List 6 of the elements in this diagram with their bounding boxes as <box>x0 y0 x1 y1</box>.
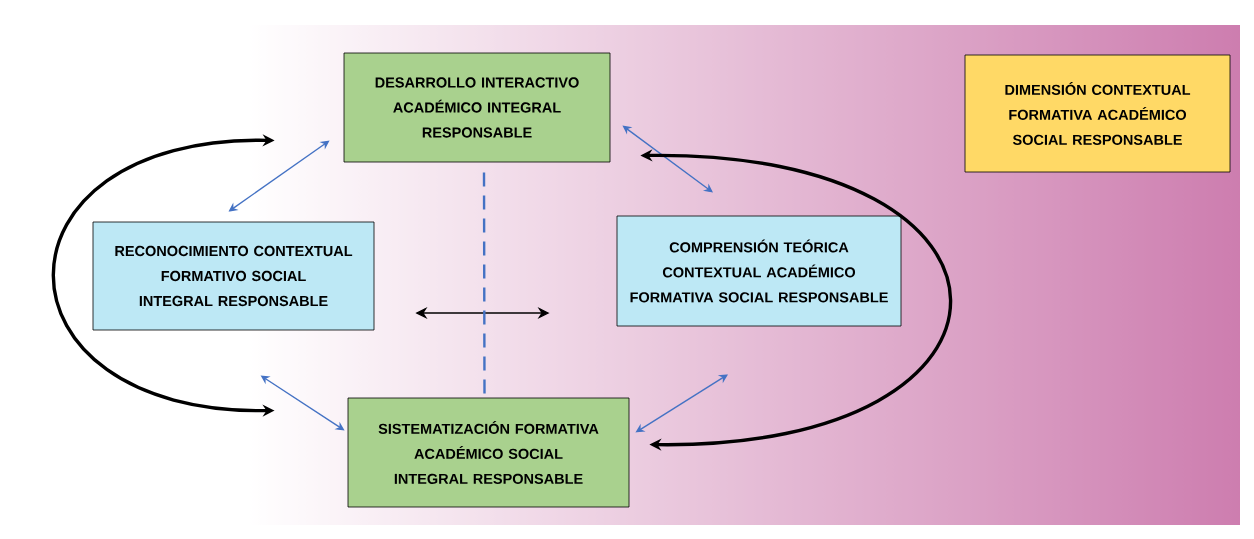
concept-box: DESARROLLO INTERACTIVO ACADÉMICO INTEGRAL RESPONSABLE <box>343 52 611 163</box>
concept-box: COMPRENSIÓN TEÓRICA CONTEXTUAL ACADÉMICO FORMATIVA SOCIAL RESPONSABLE <box>616 215 902 327</box>
concept-box: DIMENSIÓN CONTEXTUAL FORMATIVA ACADÉMICO SOCIAL RESPONSABLE <box>964 54 1231 173</box>
concept-box: SISTEMATIZACIÓN FORMATIVA ACADÉMICO SOCIAL INTEGRAL RESPONSABLE <box>347 397 630 508</box>
concept-box: RECONOCIMIENTO CONTEXTUAL FORMATIVO SOCIAL INTEGRAL RESPONSABLE <box>92 221 375 331</box>
double-arrow <box>622 125 713 193</box>
